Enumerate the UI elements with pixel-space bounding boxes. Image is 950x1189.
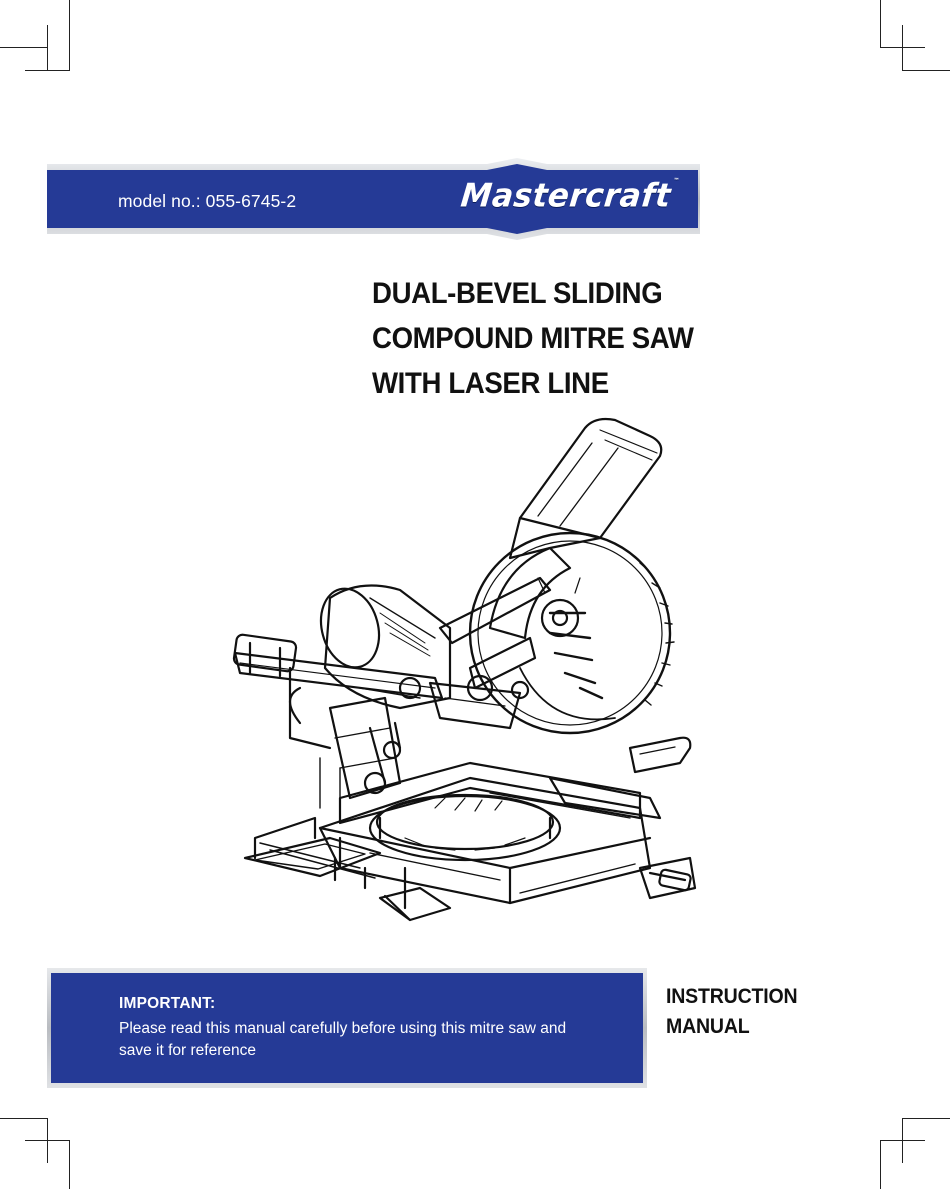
title-line-1: DUAL-BEVEL SLIDING [372,277,663,310]
notice-text: Please read this manual carefully before… [119,1018,619,1062]
crop-mark-bottom-right-h2 [880,1140,925,1141]
crop-mark-bottom-left-h2 [25,1140,70,1141]
mitre-saw-illustration [232,417,697,922]
model-number: model no.: 055-6745-2 [118,191,297,211]
document-type: INSTRUCTION MANUAL [666,982,798,1042]
notice-line-2: save it for reference [119,1042,256,1059]
crop-mark-top-left-h2 [25,70,70,71]
crop-mark-bottom-right-h [902,1118,950,1119]
crop-mark-top-right-h2 [902,70,950,71]
crop-mark-top-left-v [69,0,70,70]
brand-name: Mastercraft [458,177,673,215]
crop-mark-bottom-right-v2 [880,1140,881,1189]
document-type-line-2: MANUAL [666,1015,750,1038]
notice-panel [51,973,643,1083]
important-notice: IMPORTANT: Please read this manual caref… [47,968,647,1088]
crop-mark-top-left-h [0,47,47,48]
crop-mark-bottom-left-h [0,1118,47,1119]
title-line-2: COMPOUND MITRE SAW [372,322,694,355]
crop-mark-top-right-v [880,0,881,47]
crop-mark-bottom-left-v2 [69,1140,70,1189]
title-line-3: WITH LASER LINE [372,367,609,400]
notice-heading: IMPORTANT: [119,995,216,1012]
crop-mark-top-right-h [880,47,925,48]
banner-shape [47,158,700,240]
document-type-line-1: INSTRUCTION [666,985,798,1008]
trademark-symbol: ™ [672,177,680,185]
notice-line-1: Please read this manual carefully before… [119,1020,567,1037]
crop-mark-top-left-v2 [47,25,48,70]
product-title: DUAL-BEVEL SLIDING COMPOUND MITRE SAW WI… [372,271,694,406]
brand-banner: model no.: 055-6745-2 Mastercraft™ [47,158,700,240]
brand-logo: Mastercraft™ [459,177,680,215]
